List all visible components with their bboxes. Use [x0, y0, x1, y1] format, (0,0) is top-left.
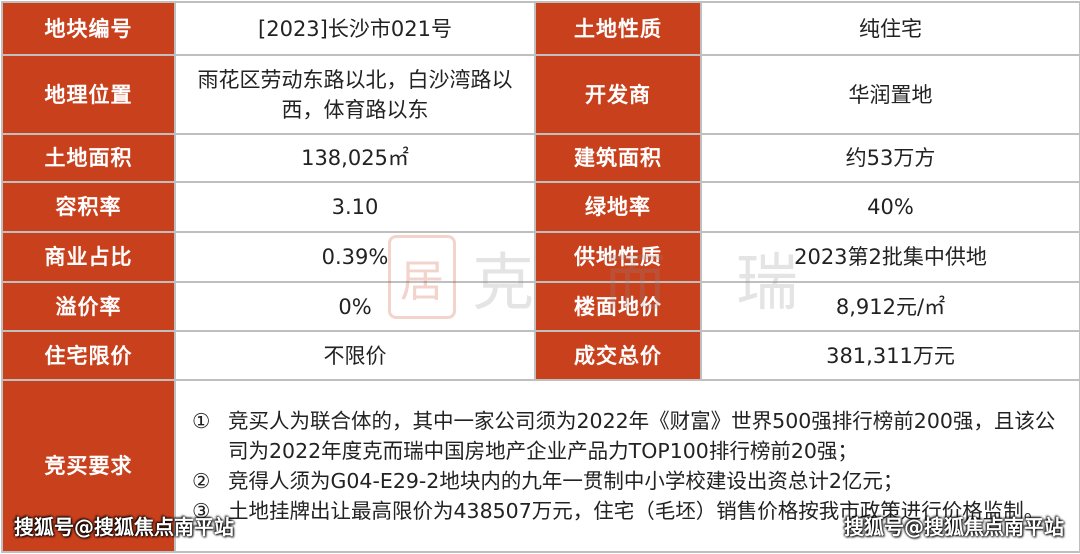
value-supply-nature: 2023第2批集中供地 [700, 231, 1080, 283]
item-number: ① [192, 409, 211, 433]
value-green-ratio: 40% [700, 181, 1080, 233]
table-row: 商业占比 0.39% 供地性质 2023第2批集中供地 [1, 231, 1080, 283]
table-row: 地块编号 [2023]长沙市021号 土地性质 纯住宅 [1, 1, 1080, 56]
table-row: 竞买要求 ① 竞买人为联合体的，其中一家公司须为2022年《财富》世界500强排… [1, 379, 1080, 553]
item-number: ③ [192, 499, 211, 523]
source-credit-left: 搜狐号@搜狐焦点南平站 [14, 515, 234, 539]
value-premium-rate: 0% [174, 281, 536, 332]
label-total-price: 成交总价 [534, 330, 702, 381]
value-parcel-number: [2023]长沙市021号 [174, 1, 536, 56]
requirements-list: ① 竞买人为联合体的，其中一家公司须为2022年《财富》世界500强排行榜前20… [192, 406, 1065, 526]
label-land-nature: 土地性质 [534, 1, 702, 56]
label-premium-rate: 溢价率 [1, 281, 176, 332]
label-floor-price: 楼面地价 [534, 281, 702, 332]
label-green-ratio: 绿地率 [534, 181, 702, 233]
list-item: ② 竞得人须为G04-E29-2地块内的九年一贯制中小学校建设出资总计2亿元； [192, 466, 1065, 496]
list-item: ③ 土地挂牌出让最高限价为438507万元，住宅（毛坯）销售价格按我市政策进行价… [192, 496, 1065, 526]
item-text: 竞买人为联合体的，其中一家公司须为2022年《财富》世界500强排行榜前200强… [228, 409, 1056, 463]
table-row: 地理位置 雨花区劳动东路以北，白沙湾路以西，体育路以东 开发商 华润置地 [1, 54, 1080, 135]
value-price-limit: 不限价 [174, 330, 536, 381]
label-commercial-share: 商业占比 [1, 231, 176, 283]
label-price-limit: 住宅限价 [1, 330, 176, 381]
value-plot-ratio: 3.10 [174, 181, 536, 233]
label-parcel-number: 地块编号 [1, 1, 176, 56]
table-row: 容积率 3.10 绿地率 40% [1, 181, 1080, 233]
value-total-price: 381,311万元 [700, 330, 1080, 381]
label-bidding-requirements: 竞买要求 [1, 379, 176, 553]
item-number: ② [192, 469, 211, 493]
value-developer: 华润置地 [700, 54, 1080, 135]
label-land-area: 土地面积 [1, 133, 176, 183]
value-location: 雨花区劳动东路以北，白沙湾路以西，体育路以东 [174, 54, 536, 135]
value-floor-price: 8,912元/㎡ [700, 281, 1080, 332]
item-text: 土地挂牌出让最高限价为438507万元，住宅（毛坯）销售价格按我市政策进行价格监… [228, 499, 1045, 523]
value-land-nature: 纯住宅 [700, 1, 1080, 56]
label-plot-ratio: 容积率 [1, 181, 176, 233]
source-credit-right: 搜狐号@搜狐焦点南平站 [844, 515, 1064, 539]
bidding-requirements: ① 竞买人为联合体的，其中一家公司须为2022年《财富》世界500强排行榜前20… [174, 379, 1080, 553]
label-building-area: 建筑面积 [534, 133, 702, 183]
value-building-area: 约53万方 [700, 133, 1080, 183]
label-location: 地理位置 [1, 54, 176, 135]
value-land-area: 138,025㎡ [174, 133, 536, 183]
label-developer: 开发商 [534, 54, 702, 135]
list-item: ① 竞买人为联合体的，其中一家公司须为2022年《财富》世界500强排行榜前20… [192, 406, 1065, 466]
table-row: 土地面积 138,025㎡ 建筑面积 约53万方 [1, 133, 1080, 183]
table-row: 溢价率 0% 楼面地价 8,912元/㎡ [1, 281, 1080, 332]
label-supply-nature: 供地性质 [534, 231, 702, 283]
item-text: 竞得人须为G04-E29-2地块内的九年一贯制中小学校建设出资总计2亿元； [228, 469, 904, 493]
value-commercial-share: 0.39% [174, 231, 536, 283]
table-row: 住宅限价 不限价 成交总价 381,311万元 [1, 330, 1080, 381]
